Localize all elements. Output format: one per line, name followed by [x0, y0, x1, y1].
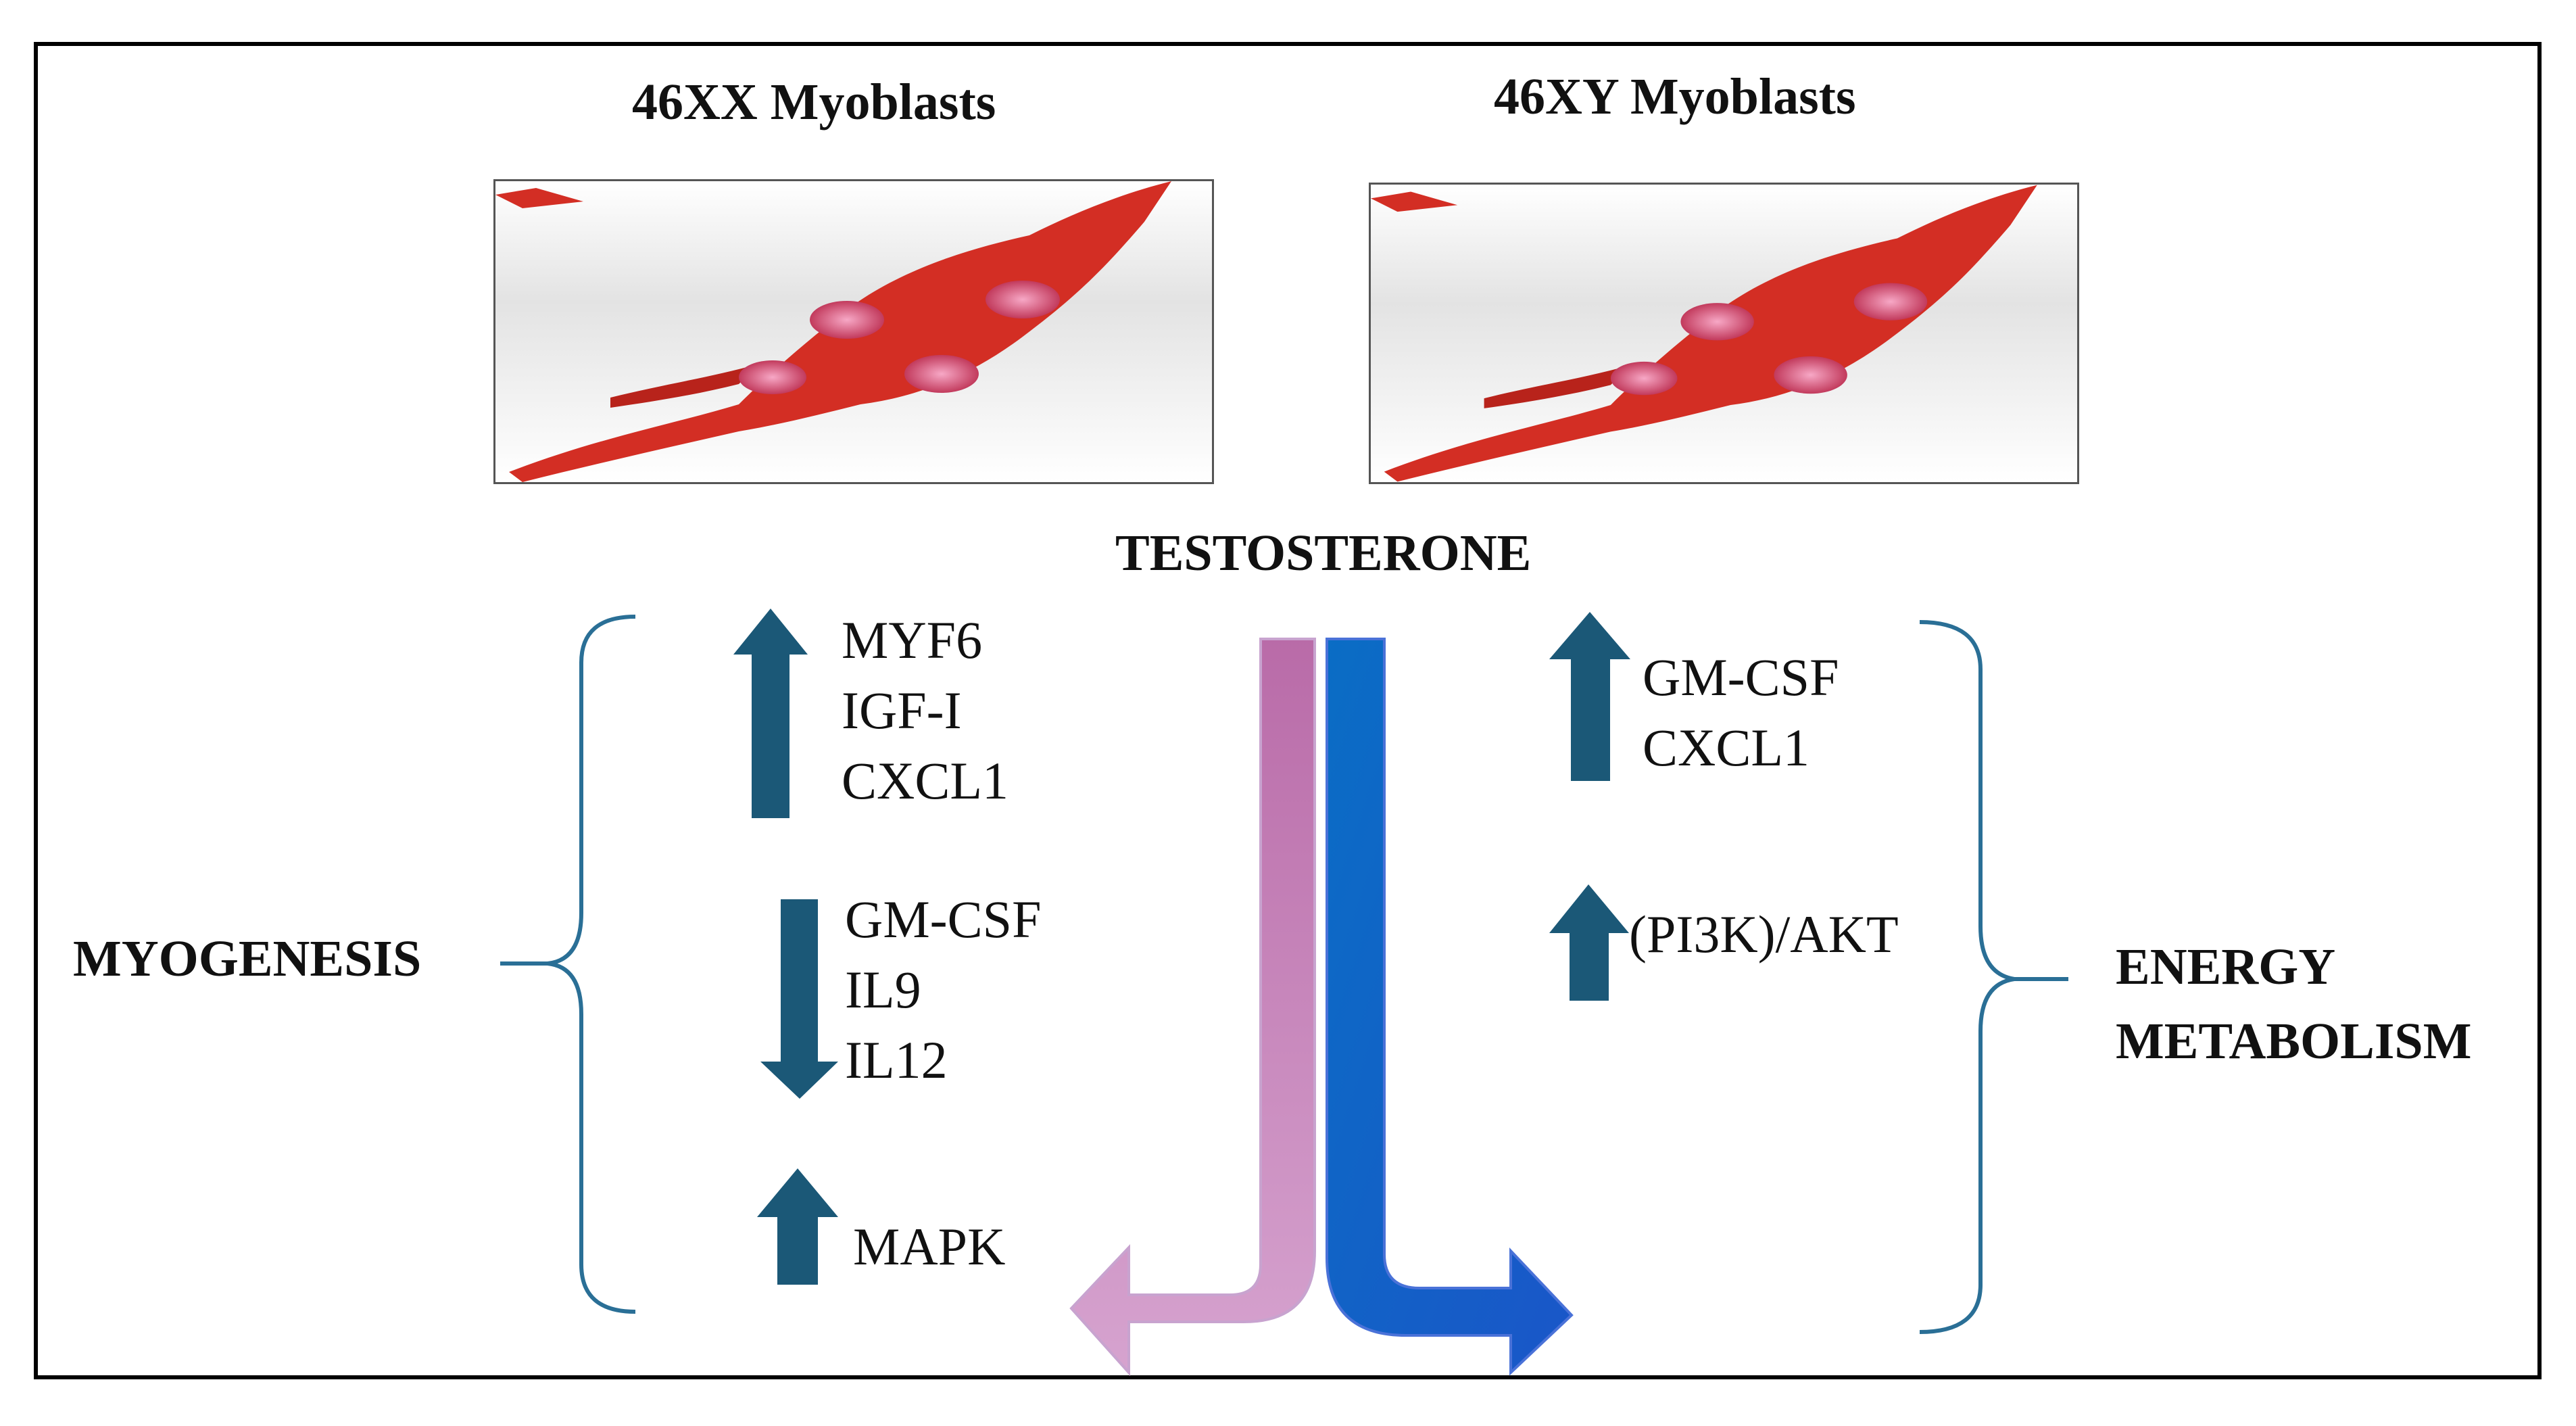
myogenesis-label: MYOGENESIS	[73, 930, 422, 987]
list-item: MAPK	[853, 1217, 1006, 1276]
right-myoblast-image	[1369, 183, 2079, 484]
list-item: CXCL1	[842, 751, 1009, 810]
blue-flow-arrow	[1326, 638, 1574, 1376]
right-up-list: GM-CSF CXCL1	[1643, 642, 1839, 783]
energy-label-line2: METABOLISM	[2116, 1013, 2472, 1070]
nucleus	[904, 355, 979, 393]
left-myoblast-image	[493, 179, 1214, 484]
left-panel-title: 46XX Myoblasts	[632, 74, 996, 130]
pink-flow-arrow	[1069, 638, 1316, 1377]
figure-frame	[34, 42, 2542, 1379]
up-arrow-icon	[1549, 884, 1629, 1001]
myogenesis-brace	[500, 615, 636, 1314]
down-arrow-icon	[760, 899, 838, 1099]
testosterone-label: TESTOSTERONE	[1115, 525, 1532, 581]
right-pi3k-list: (PI3K)/AKT	[1629, 899, 1899, 970]
list-item: GM-CSF	[845, 890, 1042, 949]
list-item: IL9	[845, 960, 921, 1019]
nucleus	[1853, 283, 1928, 320]
nucleus	[1610, 361, 1678, 396]
list-item: IL12	[845, 1030, 948, 1089]
nucleus	[1680, 303, 1754, 341]
left-down-list: GM-CSF IL9 IL12	[845, 884, 1041, 1095]
nucleus	[1774, 356, 1847, 394]
up-arrow-icon	[1549, 612, 1630, 781]
list-item: MYF6	[842, 611, 983, 669]
nucleus	[986, 281, 1060, 318]
right-panel-title: 46XY Myoblasts	[1494, 68, 1856, 125]
nucleus	[739, 360, 806, 394]
up-arrow-icon	[757, 1168, 838, 1285]
list-item: (PI3K)/AKT	[1629, 905, 1899, 964]
nucleus	[810, 301, 884, 339]
up-arrow-icon	[733, 609, 808, 818]
energy-metabolism-brace	[1919, 620, 2068, 1334]
list-item: GM-CSF	[1643, 648, 1839, 707]
list-item: CXCL1	[1643, 718, 1810, 777]
left-mapk-list: MAPK	[853, 1212, 1005, 1282]
list-item: IGF-I	[842, 681, 962, 740]
energy-label-line1: ENERGY	[2116, 938, 2336, 995]
energy-metabolism-label: ENERGY METABOLISM	[2116, 930, 2471, 1078]
left-up-list: MYF6 IGF-I CXCL1	[842, 605, 1008, 816]
